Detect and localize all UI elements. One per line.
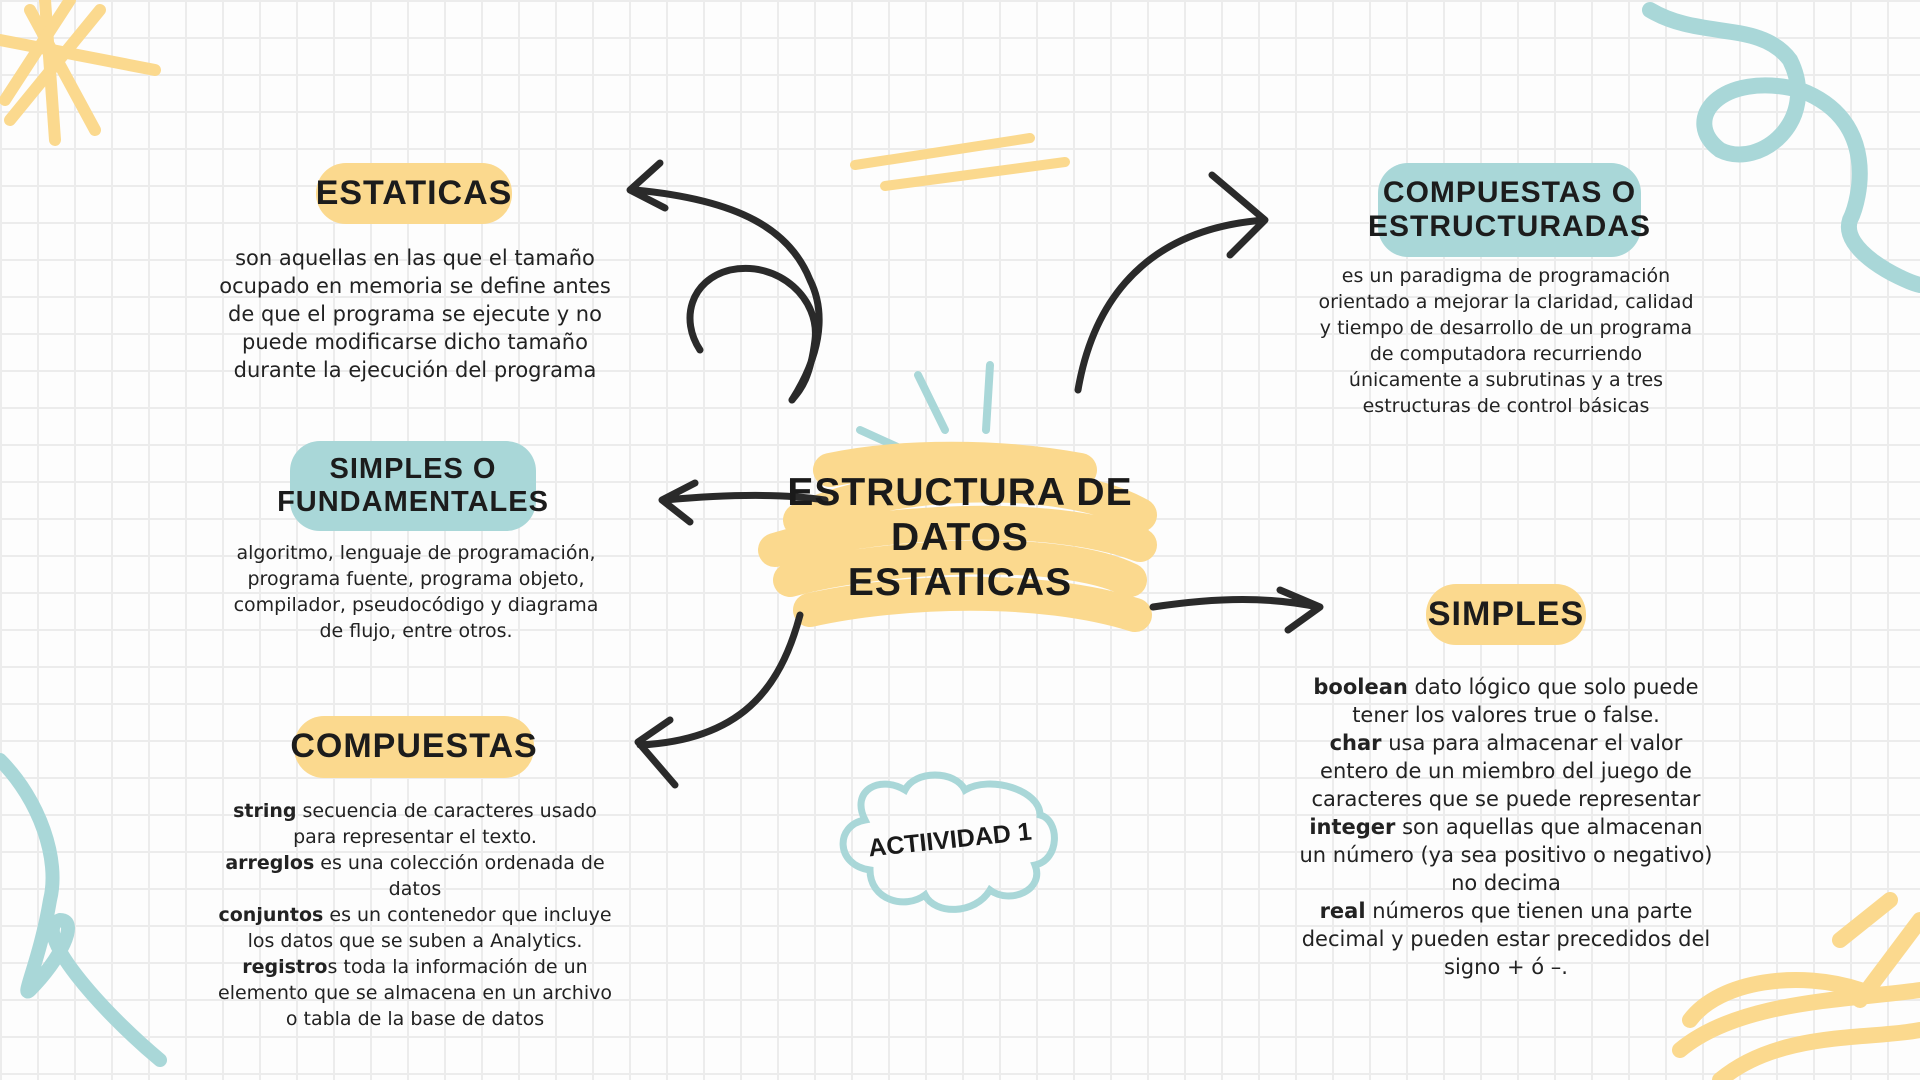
term: char xyxy=(1329,731,1382,755)
text-line: puede modificarse dicho tamaño xyxy=(242,330,588,354)
term: boolean xyxy=(1313,675,1408,699)
compuestas-heading: COMPUESTAS xyxy=(290,716,537,778)
arrow-to-simples-fund xyxy=(658,479,829,526)
definition: es un contenedor que incluye los datos q… xyxy=(247,904,612,952)
arrow-to-compuestas xyxy=(634,611,804,789)
term: registro xyxy=(242,956,328,978)
yellow-strokes-top xyxy=(850,133,1070,191)
heading-line: COMPUESTAS O xyxy=(1382,175,1637,209)
text-line: únicamente a subrutinas y a tres xyxy=(1348,369,1664,391)
heading-line: FUNDAMENTALES xyxy=(277,486,549,518)
text-line: de que el programa se ejecute y no xyxy=(228,302,602,326)
definition: son aquellas que almacenan un número (ya… xyxy=(1299,815,1713,895)
term: integer xyxy=(1309,815,1396,839)
text-line: es un paradigma de programación xyxy=(1341,265,1671,287)
cloud-icon xyxy=(839,771,1058,913)
definition: números que tienen una parte decimal y p… xyxy=(1301,899,1711,979)
heading-line: SIMPLES O xyxy=(329,452,497,485)
center-title: ESTRUCTURA DE DATOS ESTATICAS xyxy=(780,470,1140,605)
text-line: ocupado en memoria se define antes xyxy=(219,274,611,298)
heading-line: ESTRUCTURADAS xyxy=(1368,210,1651,243)
star-doodle xyxy=(0,0,161,146)
text-line: orientado a mejorar la claridad, calidad xyxy=(1318,291,1694,313)
text-line: y tiempo de desarrollo de un programa xyxy=(1319,317,1693,339)
text-line: programa fuente, programa objeto, xyxy=(247,568,585,590)
term: real xyxy=(1319,899,1366,923)
text-line: algoritmo, lenguaje de programación, xyxy=(236,542,596,564)
compuestas-description: string secuencia de caracteres usado par… xyxy=(210,798,620,1032)
arrow-to-compuestas-estr xyxy=(1074,171,1269,394)
center-title-line: DATOS xyxy=(891,516,1029,559)
text-line: de computadora recurriendo xyxy=(1369,343,1643,365)
simples-heading: SIMPLES xyxy=(1426,584,1586,645)
definition: secuencia de caracteres usado para repre… xyxy=(293,800,597,848)
definition: usa para almacenar el valor entero de un… xyxy=(1311,731,1701,811)
teal-burst xyxy=(856,361,994,459)
teal-swirl-bottom-left xyxy=(0,753,167,1067)
compuestas-estructuradas-heading: COMPUESTAS O ESTRUCTURADAS xyxy=(1368,163,1650,257)
text-line: de flujo, entre otros. xyxy=(319,620,513,642)
simples-fundamentales-description: algoritmo, lenguaje de programación, pro… xyxy=(196,540,636,644)
term: conjuntos xyxy=(218,904,324,926)
simples-fundamentales-heading: SIMPLES O FUNDAMENTALES xyxy=(277,441,548,531)
estaticas-heading: ESTATICAS xyxy=(316,163,512,224)
center-yellow-scribble xyxy=(758,441,1157,632)
yellow-scribble-bottom-right xyxy=(1672,892,1920,1080)
text-line: son aquellas en las que el tamaño xyxy=(235,246,595,270)
center-title-line: ESTRUCTURA DE xyxy=(787,471,1133,514)
definition: s toda la información de un elemento que… xyxy=(218,956,612,1030)
text-line: compilador, pseudocódigo y diagrama xyxy=(233,594,599,616)
text-line: estructuras de control básicas xyxy=(1362,395,1650,417)
simples-description: boolean dato lógico que solo puede tener… xyxy=(1296,673,1716,981)
definition: dato lógico que solo puede tener los val… xyxy=(1352,675,1699,727)
term: arreglos xyxy=(225,852,315,874)
arrows xyxy=(626,159,1324,789)
text-line: durante la ejecución del programa xyxy=(233,358,597,382)
term: string xyxy=(233,800,297,822)
center-title-line: ESTATICAS xyxy=(847,561,1073,604)
estaticas-description: son aquellas en las que el tamaño ocupad… xyxy=(190,244,640,384)
definition: es una colección ordenada de datos xyxy=(314,852,605,900)
arrow-to-simples xyxy=(1149,586,1324,634)
compuestas-estructuradas-description: es un paradigma de programación orientad… xyxy=(1286,263,1726,419)
teal-swirl-top-right xyxy=(1642,2,1920,293)
